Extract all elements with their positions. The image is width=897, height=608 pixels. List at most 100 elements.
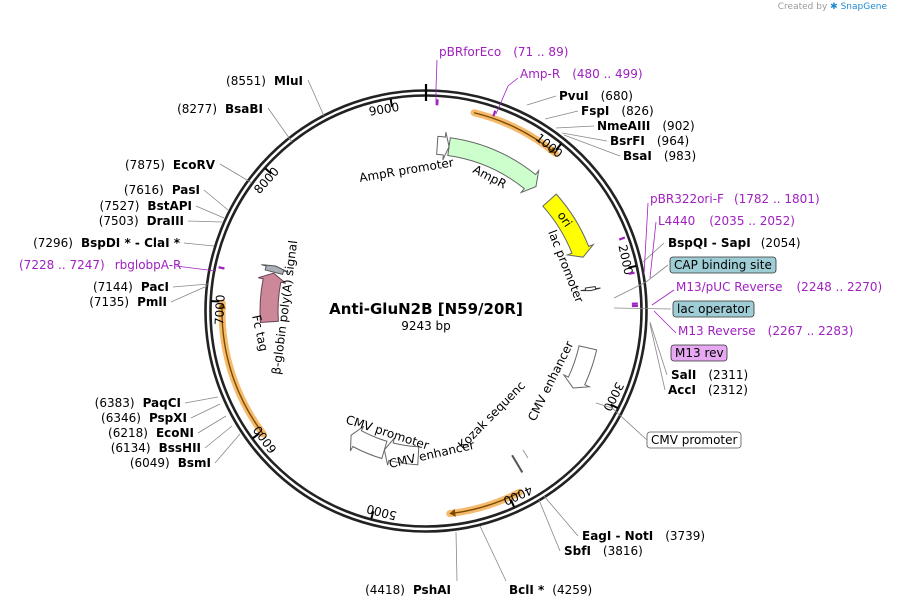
enzyme-pos: (4418) bbox=[365, 583, 405, 597]
feature-label-ampr-promoter-text: AmpR promoter bbox=[358, 155, 455, 185]
primer-name: M13 Reverse bbox=[678, 324, 756, 338]
leader-pspxi bbox=[190, 403, 221, 419]
feature-arrow-5 bbox=[383, 437, 420, 466]
cmv-promoter-label[interactable]: CMV promoter bbox=[651, 433, 738, 447]
enzyme-pos: (7296) bbox=[33, 236, 73, 250]
leader-lac-operator bbox=[613, 307, 672, 310]
enzyme-label-bspdi-clai[interactable]: (7296)BspDI * - ClaI * bbox=[33, 236, 181, 250]
enzyme-label-pmli[interactable]: (7135)PmlI bbox=[89, 295, 167, 309]
highlight-core-2 bbox=[221, 302, 264, 435]
enzyme-name: BsmI bbox=[178, 456, 211, 470]
enzyme-label-pspxi[interactable]: (6346)PspXI bbox=[101, 411, 187, 425]
plasmid-size: 9243 bp bbox=[401, 319, 451, 333]
leader-pasi bbox=[203, 189, 229, 211]
enzyme-label-pshai[interactable]: (4418)PshAI bbox=[365, 583, 451, 597]
leader-pshai bbox=[455, 531, 458, 582]
enzyme-name: BstAPI bbox=[147, 199, 192, 213]
backbone-ring bbox=[204, 84, 648, 533]
leader-mlui bbox=[307, 79, 325, 117]
credit-prefix: Created by bbox=[777, 2, 828, 12]
primer-label-rbglobpa[interactable]: (7228 .. 7247)rbglobpA-R bbox=[19, 258, 181, 272]
enzyme-pos: (3816) bbox=[603, 544, 643, 558]
enzyme-pos: (2311) bbox=[708, 368, 748, 382]
tick-label-9000: 9000 bbox=[368, 100, 400, 119]
enzyme-label-sali[interactable]: SalI (2311) bbox=[671, 368, 748, 382]
primer-marker-6 bbox=[218, 266, 225, 270]
enzyme-label-sbfi[interactable]: SbfI(3816) bbox=[564, 544, 643, 558]
enzyme-label-bsshii[interactable]: (6134)BssHII bbox=[111, 441, 201, 455]
enzyme-label-bsmi[interactable]: (6049) BsmI bbox=[130, 456, 211, 470]
primer-range: (480 .. 499) bbox=[572, 67, 642, 81]
leader-bspdi bbox=[183, 242, 215, 247]
leader-bsshii bbox=[204, 425, 233, 449]
leader-pvui bbox=[526, 95, 557, 106]
leader-pmli bbox=[170, 285, 208, 303]
leader-sbfi bbox=[538, 499, 561, 552]
enzyme-label-eagi-noti[interactable]: EagI - NotI(3739) bbox=[582, 529, 705, 543]
feature-arrow-8 bbox=[261, 264, 289, 275]
primer-label-l4440[interactable]: L4440(2035 .. 2052) bbox=[658, 214, 795, 228]
enzyme-pos: (8277) bbox=[177, 102, 217, 116]
enzyme-label-bcli[interactable]: BclI *(4259) bbox=[509, 583, 592, 597]
tick-mark-8000 bbox=[264, 167, 272, 175]
enzyme-pos: (2312) bbox=[708, 383, 748, 397]
enzyme-pos: (680) bbox=[601, 89, 633, 103]
enzyme-label-draiii[interactable]: (7503)DraIII bbox=[99, 214, 184, 228]
primer-range: (2267 .. 2283) bbox=[768, 324, 854, 338]
feature-arrow-1 bbox=[447, 137, 540, 194]
enzyme-label-nmeaiii[interactable]: NmeAIII (902) bbox=[597, 119, 695, 133]
m13-rev-label[interactable]: M13 rev bbox=[675, 346, 724, 360]
enzyme-name: PaqCI bbox=[143, 396, 181, 410]
credit-brand: SnapGene bbox=[840, 2, 887, 12]
primer-marker-3 bbox=[628, 271, 635, 275]
enzyme-label-bsrfi[interactable]: BsrFI(964) bbox=[610, 134, 689, 148]
feature-arrow-4 bbox=[562, 345, 598, 389]
leader-m13rev bbox=[653, 310, 677, 334]
enzyme-label-mlui[interactable]: (8551)MluI bbox=[226, 74, 303, 88]
primer-label-pbrforeco[interactable]: pBRforEco(71 .. 89) bbox=[439, 45, 568, 59]
enzyme-label-pasi[interactable]: (7616)PasI bbox=[124, 183, 200, 197]
feature-arrow-2 bbox=[542, 193, 595, 258]
enzyme-label-ecorv[interactable]: (7875)EcoRV bbox=[125, 158, 216, 172]
lac-operator-label[interactable]: lac operator bbox=[677, 302, 750, 316]
enzyme-label-bsabi[interactable]: (8277)BsaBI bbox=[177, 102, 263, 116]
tick-label-2000: 2000 bbox=[615, 243, 635, 276]
enzyme-pos: (902) bbox=[662, 119, 694, 133]
enzyme-name: FspI bbox=[581, 104, 609, 118]
primer-marker-2 bbox=[618, 236, 626, 241]
enzyme-name: PasI bbox=[172, 183, 200, 197]
enzyme-label-bstapi[interactable]: (7527)BstAPI bbox=[100, 199, 192, 213]
tick-mark-2000 bbox=[628, 264, 637, 269]
primer-range: (2248 .. 2270) bbox=[797, 280, 883, 294]
leader-bsabi bbox=[267, 107, 293, 143]
feature-arrow-7 bbox=[258, 272, 287, 324]
enzyme-name: SalI bbox=[671, 368, 696, 382]
cap-binding-label[interactable]: CAP binding site bbox=[674, 258, 772, 272]
primer-range: (2035 .. 2052) bbox=[709, 214, 795, 228]
enzyme-pos: (7875) bbox=[125, 158, 165, 172]
primer-label-m13rev[interactable]: M13 Reverse (2267 .. 2283) bbox=[678, 324, 853, 338]
enzyme-name: NmeAIII bbox=[597, 119, 650, 133]
leader-bsmi bbox=[214, 433, 241, 464]
enzyme-pos: (6383) bbox=[95, 396, 135, 410]
m13-rev-box bbox=[670, 344, 728, 362]
leader-pbrforeco bbox=[435, 59, 438, 105]
enzyme-label-paqci[interactable]: (6383) PaqCI bbox=[95, 396, 181, 410]
enzyme-label-bsai[interactable]: BsaI(983) bbox=[623, 149, 696, 163]
enzyme-label-econi[interactable]: (6218)EcoNI bbox=[108, 426, 194, 440]
primer-label-pbr322ori[interactable]: pBR322ori-F(1782 .. 1801) bbox=[650, 192, 820, 206]
enzyme-label-pvui[interactable]: PvuI(680) bbox=[559, 89, 633, 103]
leader-bspqi bbox=[642, 242, 665, 263]
primer-label-ampr[interactable]: Amp-R(480 .. 499) bbox=[520, 67, 643, 81]
enzyme-name: PspXI bbox=[149, 411, 187, 425]
enzyme-name: PmlI bbox=[137, 295, 167, 309]
enzyme-pos: (6049) bbox=[130, 456, 170, 470]
enzyme-label-fspi[interactable]: FspI(826) bbox=[581, 104, 654, 118]
tick-mark-4000 bbox=[509, 499, 516, 508]
enzyme-label-paci[interactable]: (7144)PacI bbox=[93, 280, 169, 294]
enzyme-label-bspqi-sapi[interactable]: BspQI - SapI(2054) bbox=[668, 236, 801, 250]
enzyme-label-acci[interactable]: AccI(2312) bbox=[668, 383, 748, 397]
enzyme-pos: (3739) bbox=[665, 529, 705, 543]
primer-label-m13puc[interactable]: M13/pUC Reverse(2248 .. 2270) bbox=[676, 280, 882, 294]
highlight-arrowhead-2 bbox=[218, 302, 227, 309]
